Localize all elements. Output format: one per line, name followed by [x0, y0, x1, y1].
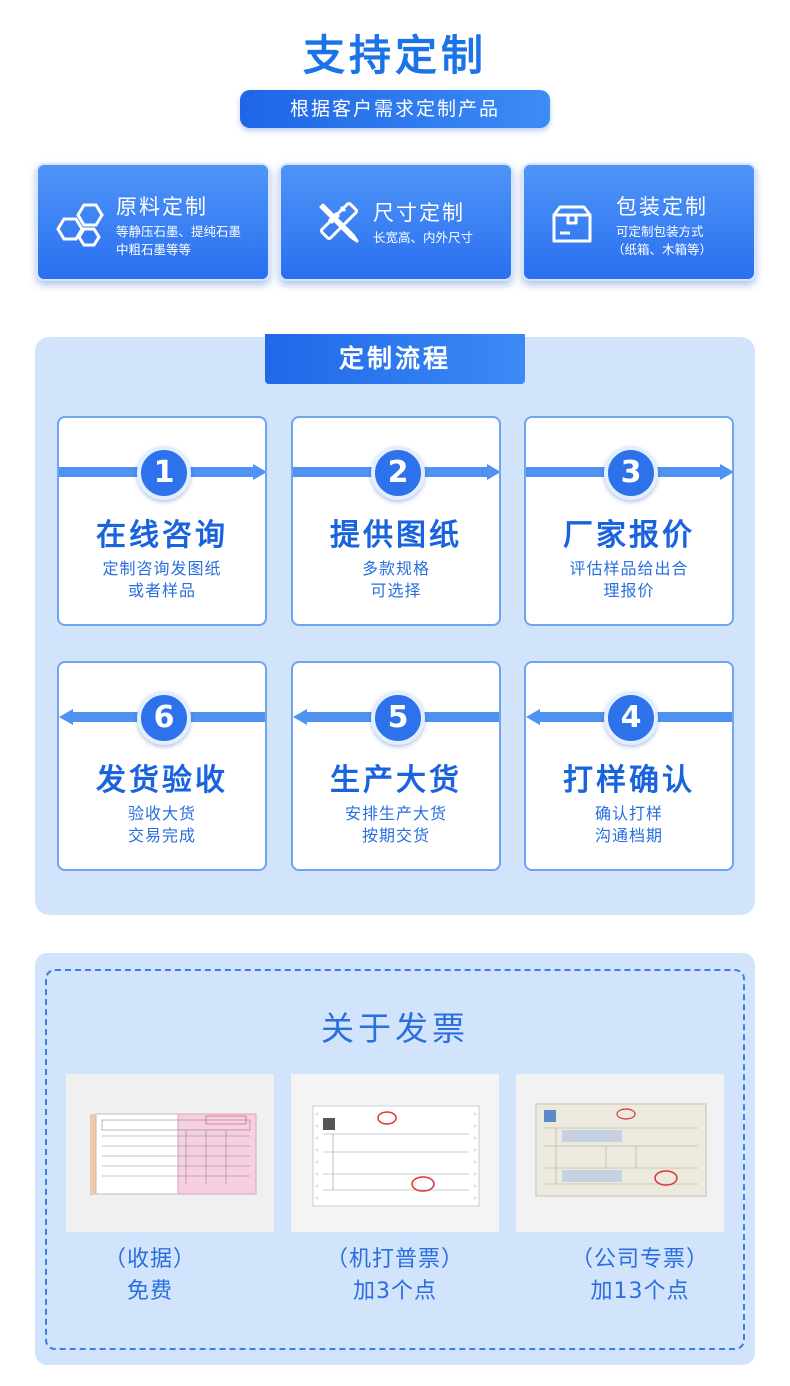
card-desc-1: 长宽高、内外尺寸	[373, 230, 474, 245]
step-card-3: 3 厂家报价 评估样品给出合理报价	[524, 416, 734, 626]
step-number: 1	[137, 446, 191, 500]
package-box-icon	[552, 205, 592, 243]
card-title: 尺寸定制	[373, 201, 465, 225]
special-invoice-label: （公司专票）加13个点	[570, 1247, 709, 1304]
arrow-right-icon	[720, 464, 732, 480]
step-desc: 评估样品给出合理报价	[569, 559, 689, 600]
step-card-6: 6 发货验收 验收大货交易完成	[57, 661, 267, 871]
step-desc: 定制咨询发图纸或者样品	[102, 559, 222, 600]
material-custom-card[interactable]: 原料定制 等静压石墨、提纯石墨 中粗石墨等等	[36, 163, 270, 281]
step-card-1: 1 在线咨询 定制咨询发图纸或者样品	[57, 416, 267, 626]
package-custom-card[interactable]: 包装定制 可定制包装方式 （纸箱、木箱等）	[522, 163, 756, 281]
invoice-title: 关于发票	[321, 1009, 469, 1048]
card-desc-1: 等静压石墨、提纯石墨	[116, 224, 242, 239]
step-title: 打样确认	[563, 763, 695, 798]
arrow-right-icon	[253, 464, 265, 480]
special-invoice-image	[516, 1074, 724, 1232]
step-desc: 多款规格可选择	[361, 559, 430, 600]
step-title: 生产大货	[330, 763, 462, 798]
step-desc: 验收大货交易完成	[127, 804, 196, 845]
arrow-left-icon	[59, 709, 73, 725]
machine-invoice-label: （机打普票）加3个点	[325, 1247, 464, 1304]
card-desc-1: 可定制包装方式	[616, 224, 704, 239]
size-custom-card[interactable]: 尺寸定制 长宽高、内外尺寸	[279, 163, 513, 281]
step-desc: 安排生产大货按期交货	[344, 804, 447, 845]
step-number: 6	[137, 691, 191, 745]
step-title: 在线咨询	[96, 518, 228, 553]
process-title: 定制流程	[265, 334, 525, 384]
step-title: 发货验收	[96, 763, 228, 798]
card-desc-2: 中粗石墨等等	[116, 242, 192, 257]
arrow-right-icon	[487, 464, 499, 480]
step-card-5: 5 生产大货 安排生产大货按期交货	[291, 661, 501, 871]
receipt-label: （收据）免费	[103, 1247, 196, 1304]
step-number: 5	[371, 691, 425, 745]
hexagon-molecule-icon	[56, 203, 104, 247]
invoice-dashed-frame	[45, 969, 745, 1350]
step-desc: 确认打样沟通档期	[594, 804, 663, 845]
step-number: 2	[371, 446, 425, 500]
step-card-4: 4 打样确认 确认打样沟通档期	[524, 661, 734, 871]
step-card-2: 2 提供图纸 多款规格可选择	[291, 416, 501, 626]
arrow-left-icon	[293, 709, 307, 725]
machine-invoice-image	[291, 1074, 499, 1232]
step-number: 4	[604, 691, 658, 745]
subtitle-banner: 根据客户需求定制产品	[240, 90, 550, 128]
receipt-image	[66, 1074, 274, 1232]
card-desc-2: （纸箱、木箱等）	[612, 242, 713, 257]
custom-options: 原料定制 等静压石墨、提纯石墨 中粗石墨等等 尺寸定制 长宽高、内外尺寸 包装定…	[36, 163, 756, 281]
card-title: 原料定制	[116, 195, 208, 219]
ruler-pencil-icon	[319, 201, 359, 243]
card-title: 包装定制	[616, 195, 708, 219]
arrow-left-icon	[526, 709, 540, 725]
step-title: 提供图纸	[330, 518, 462, 553]
step-title: 厂家报价	[563, 518, 695, 553]
page-title: 支持定制	[302, 31, 487, 80]
step-number: 3	[604, 446, 658, 500]
